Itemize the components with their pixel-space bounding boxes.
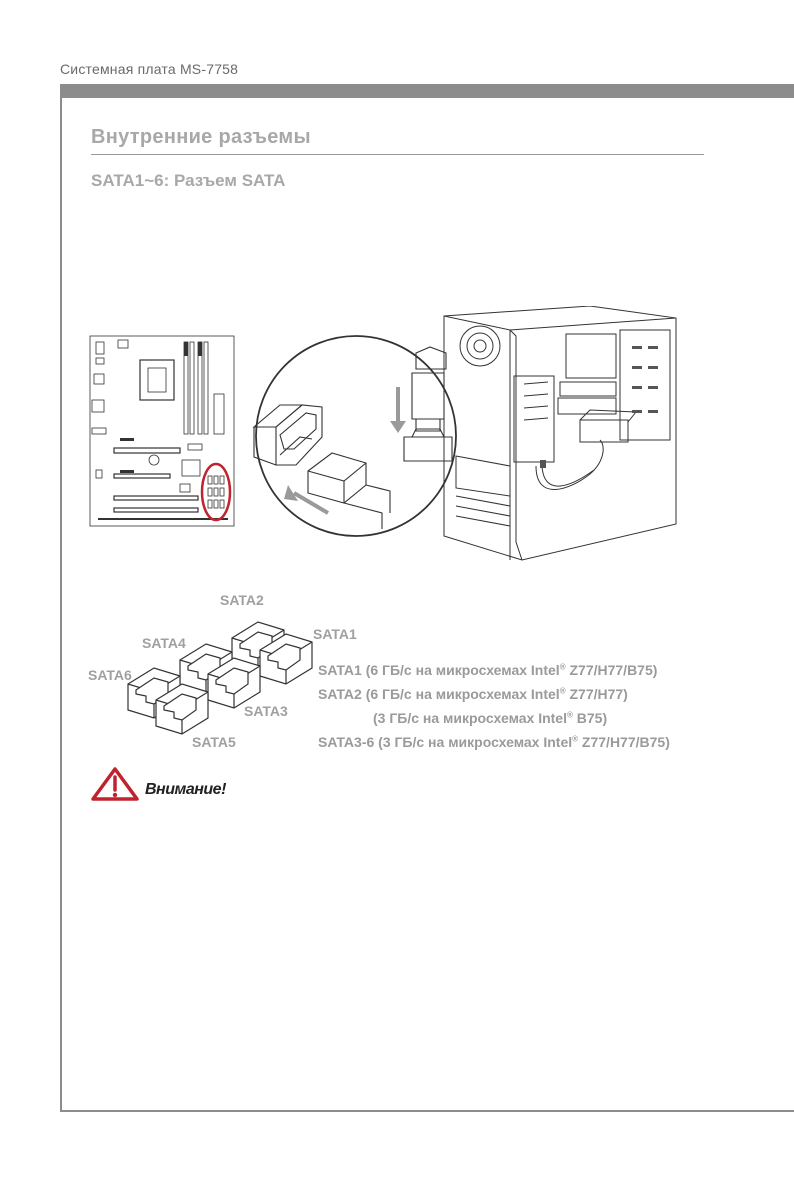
motherboard-illustration (88, 334, 238, 530)
connector-title: SATA1~6: Разъем SATA (91, 171, 285, 191)
spec-sata3-6: SATA3-6 (3 ГБ/с на микросхемах Intel® Z7… (318, 734, 670, 750)
sata2-label: SATA2 (220, 592, 264, 608)
footer-rule (60, 1110, 794, 1112)
sata1-label: SATA1 (313, 626, 357, 642)
page-header-model: Системная плата MS-7758 (60, 61, 238, 77)
title-underline (91, 154, 704, 155)
left-margin-rule (60, 98, 62, 1112)
spec-sata2-b75: (3 ГБ/с на микросхемах Intel® B75) (373, 710, 607, 726)
sata4-label: SATA4 (142, 635, 186, 651)
warning-label: Внимание! (145, 781, 226, 799)
spec-sata2: SATA2 (6 ГБ/с на микросхемах Intel® Z77/… (318, 686, 628, 702)
warning-icon (90, 766, 140, 802)
spec-sata1: SATA1 (6 ГБ/с на микросхемах Intel® Z77/… (318, 662, 657, 678)
header-bar (60, 84, 794, 98)
sata5-label: SATA5 (192, 734, 236, 750)
sata3-label: SATA3 (244, 703, 288, 719)
section-title: Внутренние разъемы (91, 126, 311, 149)
pc-case-illustration (440, 306, 680, 564)
sata6-label: SATA6 (88, 667, 132, 683)
